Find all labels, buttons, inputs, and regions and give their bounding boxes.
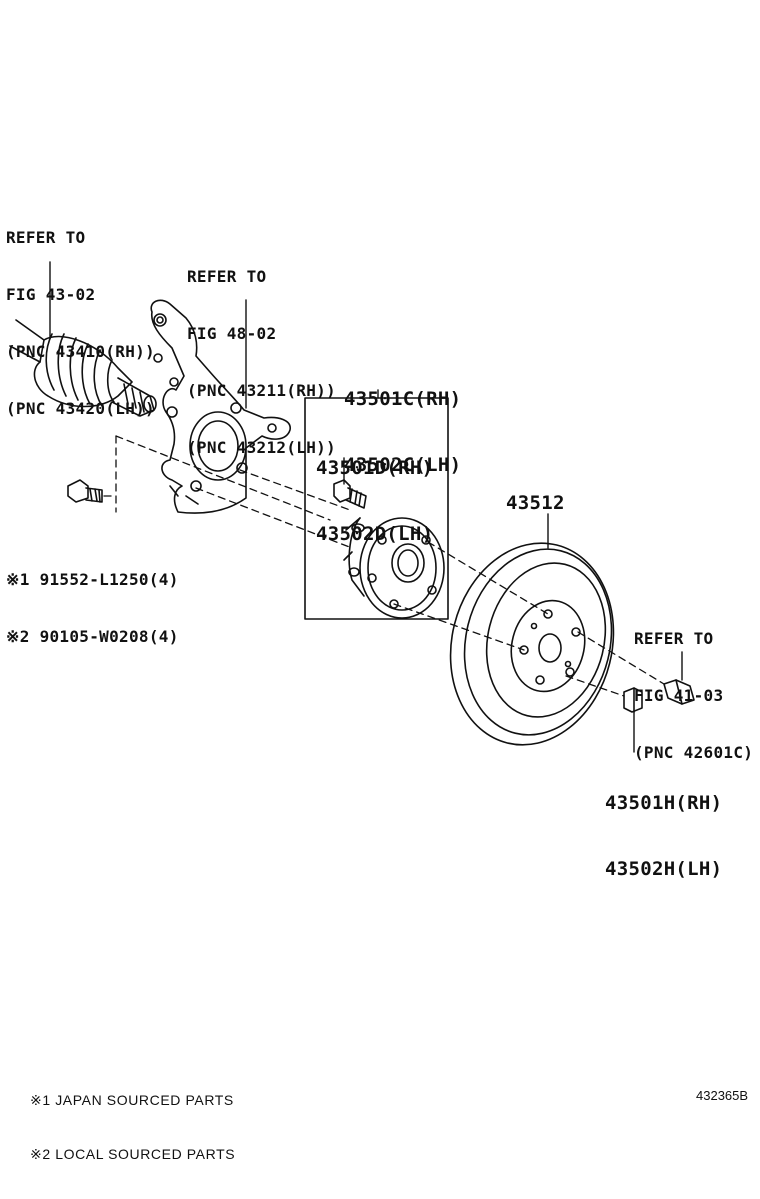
shaft-reference-label: REFER TO FIG 43-02 (PNC 43410(RH)) (PNC …	[6, 190, 155, 456]
note-line: ※2 LOCAL SOURCED PARTS	[30, 1146, 236, 1162]
brake-disc-icon	[449, 542, 615, 746]
alignment-lines	[103, 435, 665, 697]
knuckle-ref-line: REFER TO	[187, 267, 267, 286]
drive-shaft-icon	[9, 319, 157, 417]
wheel-nut-icon	[663, 679, 695, 705]
lug-nut-icon	[623, 687, 643, 713]
hub-bolt-icon	[67, 479, 103, 503]
nut-ref-line: (PNC 42601C)	[634, 743, 754, 762]
knuckle-ref-line: (PNC 43212(LH))	[187, 438, 336, 457]
nut-part-number: 43501H(RH) 43502H(LH)	[605, 748, 722, 924]
shaft-ref-line: (PNC 43410(RH))	[6, 342, 155, 361]
knuckle-ref-line: FIG 48-02	[187, 324, 277, 343]
nut-line: 43501H(RH)	[605, 792, 723, 814]
hub-bolt-line: 43501D(RH)	[316, 457, 434, 479]
sourcing-notes: ※1 JAPAN SOURCED PARTS ※2 LOCAL SOURCED …	[30, 1055, 235, 1199]
steering-knuckle-icon	[150, 299, 291, 514]
nut-ref-line: REFER TO	[634, 629, 714, 648]
hub-assembly-part-number: 43501C(RH) 43502C(LH)	[344, 344, 461, 520]
shaft-ref-line: (PNC 43420(LH))	[6, 399, 155, 418]
hub-assy-line: 43502C(LH)	[344, 454, 462, 476]
knuckle-reference-label: REFER TO FIG 48-02 (PNC 43211(RH)) (PNC …	[187, 229, 336, 495]
nut-ref-line: FIG 41-03	[634, 686, 724, 705]
figure-id: 432365B	[696, 1088, 749, 1103]
hub-assembly-icon	[304, 397, 449, 620]
parts-diagram: REFER TO FIG 43-02 (PNC 43410(RH)) (PNC …	[6, 190, 753, 1162]
shaft-ref-line: FIG 43-02	[6, 285, 96, 304]
hub-bolt-line: 43502D(LH)	[316, 523, 434, 545]
nut-reference-label: REFER TO FIG 41-03 (PNC 42601C)	[634, 591, 753, 800]
disc-part-number: 43512	[506, 492, 565, 514]
bolt-part-numbers: ※1 91552-L1250(4) ※2 90105-W0208(4)	[6, 532, 179, 684]
diagram-drawing	[9, 261, 695, 753]
nut-line: 43502H(LH)	[605, 858, 723, 880]
hub-bolt-part-number: 43501D(RH) 43502D(LH)	[316, 413, 433, 589]
bolt-part-line: ※2 90105-W0208(4)	[6, 627, 179, 646]
knuckle-ref-line: (PNC 43211(RH))	[187, 381, 336, 400]
bolt-part-line: ※1 91552-L1250(4)	[6, 570, 179, 589]
note-line: ※1 JAPAN SOURCED PARTS	[30, 1092, 234, 1108]
shaft-ref-line: REFER TO	[6, 228, 86, 247]
hub-assy-line: 43501C(RH)	[344, 388, 462, 410]
leader-lines	[49, 261, 683, 753]
